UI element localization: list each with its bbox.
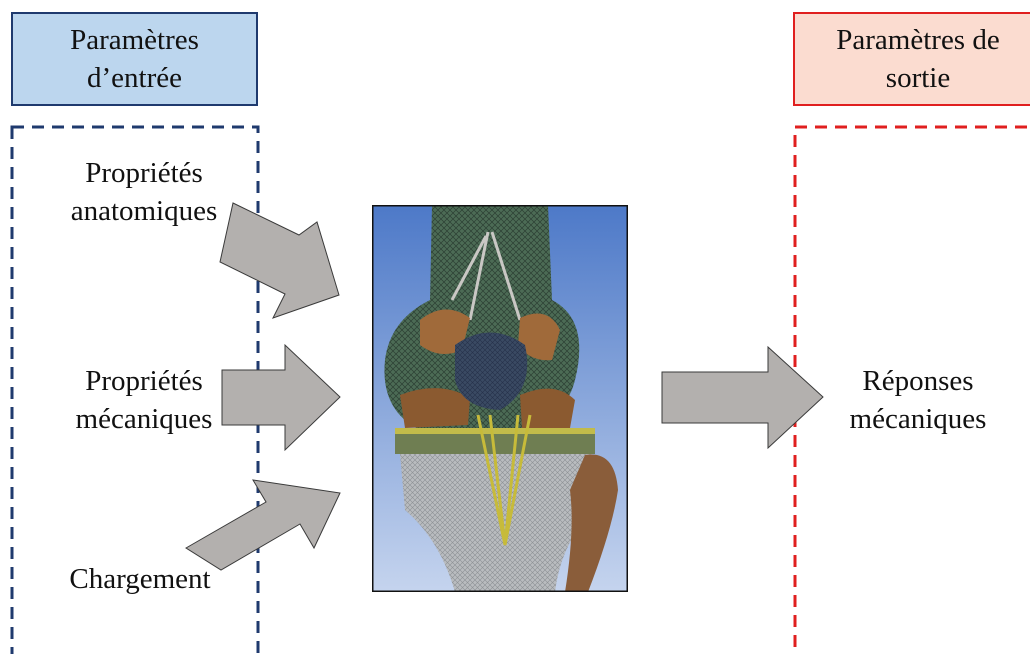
output-label-responses: Réponses mécaniques xyxy=(808,362,1028,438)
label-line: Propriétés xyxy=(85,365,203,397)
label-line: Propriétés xyxy=(85,157,203,189)
label-line: mécaniques xyxy=(849,403,987,435)
output-title-line2: sortie xyxy=(885,62,951,94)
arrow-output xyxy=(661,345,824,450)
input-title-line2: d’entrée xyxy=(87,62,182,94)
label-line: Chargement xyxy=(69,563,211,595)
input-label-loading: Chargement xyxy=(40,560,240,598)
input-label-mechanical: Propriétés mécaniques xyxy=(24,362,264,438)
label-line: Réponses xyxy=(862,365,974,397)
arrow-mechanical xyxy=(221,343,341,452)
arrow-loading xyxy=(185,479,341,571)
label-line: mécaniques xyxy=(75,403,213,435)
knee-mesh-image xyxy=(372,205,628,592)
arrow-anatomical xyxy=(219,202,340,319)
output-title-line1: Paramètres de xyxy=(836,24,1000,56)
input-label-anatomical: Propriétés anatomiques xyxy=(24,154,264,230)
input-parameters-title: Paramètres d’entrée xyxy=(11,12,258,106)
label-line: anatomiques xyxy=(70,195,218,227)
output-parameters-title: Paramètres de sortie xyxy=(793,12,1030,106)
input-panel xyxy=(10,125,260,654)
input-title-line1: Paramètres xyxy=(70,24,199,56)
